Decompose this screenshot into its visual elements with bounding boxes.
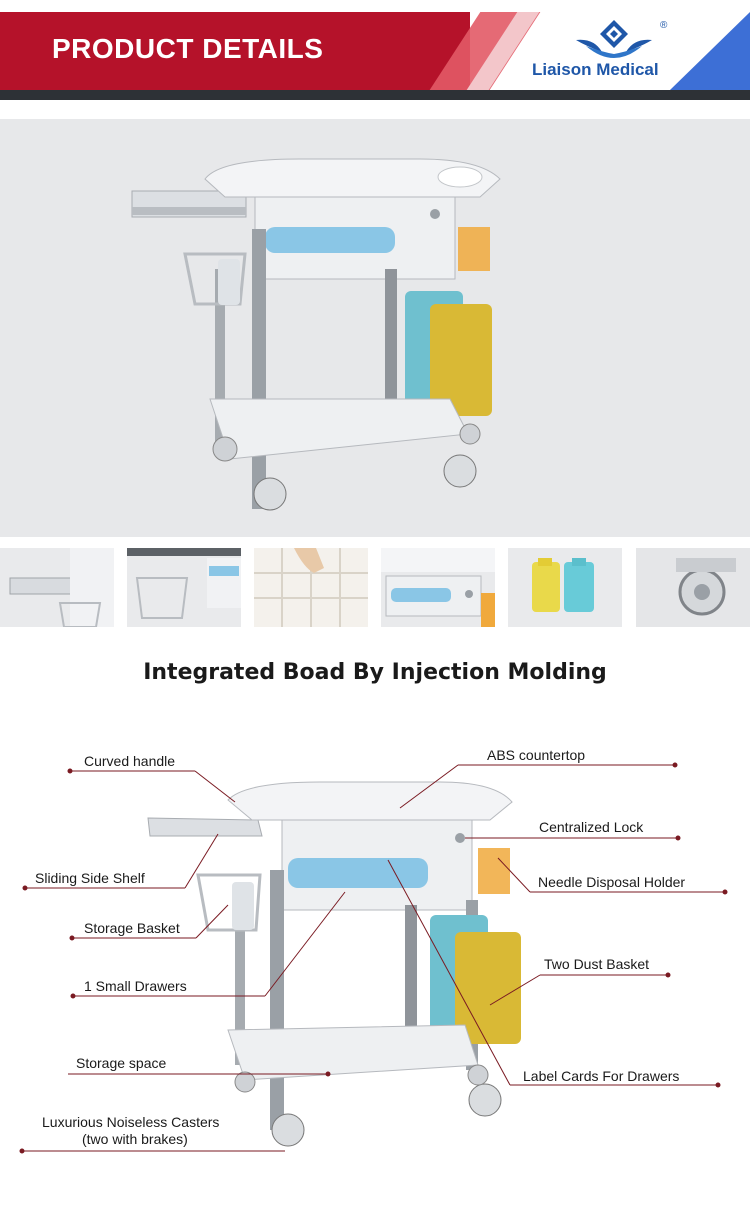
thumbnail-dust-baskets[interactable]	[508, 548, 622, 627]
header-blue-corner	[670, 12, 750, 90]
callout-needle-disposal-holder: Needle Disposal Holder	[538, 874, 686, 890]
callout-curved-handle: Curved handle	[84, 753, 176, 769]
thumbnail-storage-basket[interactable]	[127, 548, 241, 627]
callout-two-dust-basket: Two Dust Basket	[544, 956, 650, 972]
trolley-illustration	[131, 158, 501, 511]
callout-centralized-lock: Centralized Lock	[539, 819, 644, 835]
callout-small-drawers: 1 Small Drawers	[84, 978, 187, 994]
hero-product-image	[0, 119, 750, 537]
callout-storage-basket: Storage Basket	[84, 920, 180, 936]
callout-sliding-side-shelf: Sliding Side Shelf	[35, 870, 145, 886]
callout-label-cards: Label Cards For Drawers	[523, 1068, 680, 1084]
brand-name: Liaison Medical	[532, 60, 659, 79]
header-divider	[0, 90, 750, 100]
header-red-band	[0, 12, 470, 90]
header-banner: PRODUCT DETAILS ® Liaison Medical	[0, 0, 750, 100]
page-title: PRODUCT DETAILS	[52, 33, 324, 64]
callout-casters-title: Luxurious Noiseless Casters	[42, 1114, 220, 1130]
registered-mark: ®	[660, 20, 668, 31]
thumbnail-drawer-lock[interactable]	[381, 548, 495, 627]
callout-casters-subtitle: (two with brakes)	[82, 1131, 188, 1147]
brand-logo-icon	[576, 20, 652, 58]
thumbnail-drawer-dividers[interactable]	[254, 548, 368, 627]
thumbnail-side-shelf[interactable]	[0, 548, 114, 627]
callout-abs-countertop: ABS countertop	[487, 747, 586, 763]
thumbnail-casters[interactable]	[636, 548, 750, 627]
feature-callout-diagram: Curved handle ABS countertop Centralized…	[0, 720, 750, 1225]
thumbnail-strip	[0, 548, 750, 628]
callout-storage-space: Storage space	[76, 1055, 167, 1071]
section-heading: Integrated Boad By Injection Molding	[143, 660, 607, 685]
annotated-trolley-illustration	[19, 762, 728, 1154]
